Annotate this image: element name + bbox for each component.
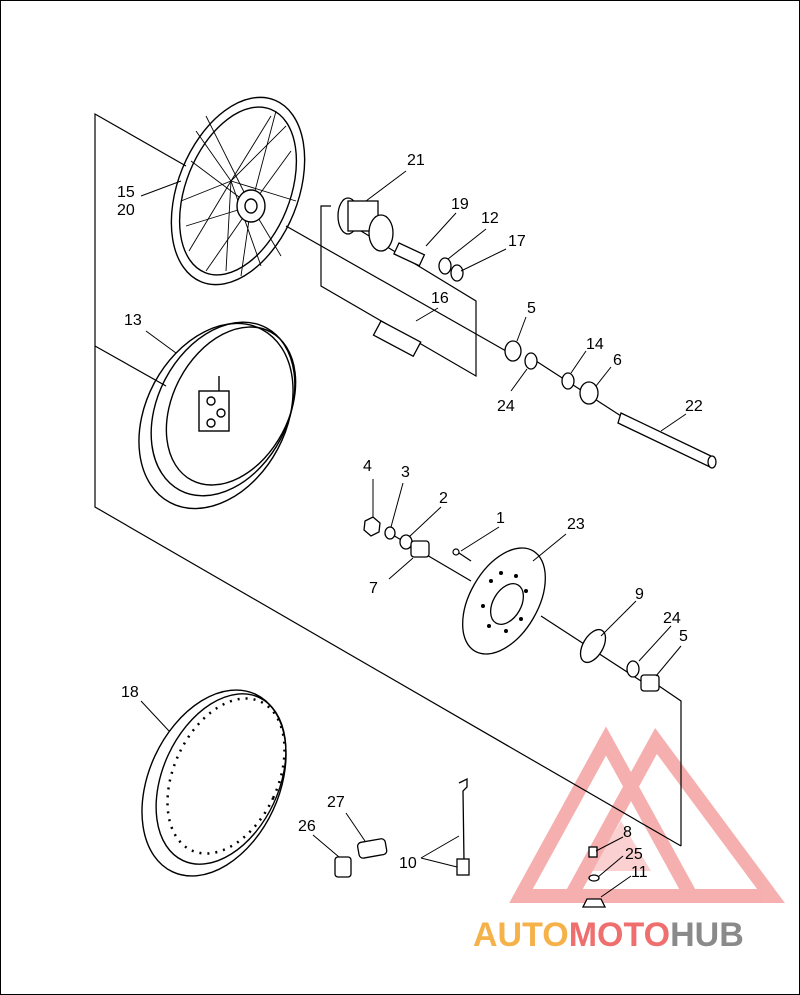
callout-23: 23: [567, 516, 585, 533]
callout-20: 20: [117, 202, 135, 219]
hub-assembly: [337, 197, 464, 282]
watermark-triangle: [509, 726, 785, 903]
callout-16: 16: [431, 290, 449, 307]
callout-26: 26: [298, 818, 316, 835]
callout-4: 4: [363, 458, 372, 475]
spoke-wheel: [170, 96, 306, 286]
watermark-logo: AUTOMOTOHUB: [473, 916, 744, 954]
callout-1: 1: [496, 510, 505, 527]
callout-5b: 5: [679, 628, 688, 645]
callout-21: 21: [407, 152, 425, 169]
axle: [617, 412, 717, 469]
callout-9: 9: [635, 586, 644, 603]
callout-15: 15: [117, 184, 135, 201]
small-hardware: [334, 777, 607, 908]
callout-leaders: [140, 170, 687, 898]
callout-25: 25: [625, 846, 643, 863]
nut-washers: [363, 516, 430, 558]
spacers-bearings: [372, 320, 599, 405]
watermark-part-moto: MOTO: [569, 916, 670, 954]
callout-5a: 5: [527, 300, 536, 317]
callout-2: 2: [439, 490, 448, 507]
callout-24a: 24: [497, 398, 515, 415]
bolt: [452, 548, 472, 562]
rotor-adapter-bearings: [579, 628, 660, 692]
watermark-part-auto: AUTO: [473, 916, 569, 954]
cast-wheel: [138, 321, 297, 510]
callout-24b: 24: [663, 610, 681, 627]
callout-6: 6: [613, 352, 622, 369]
callout-labels: 15 20 13 18 21 19 12 17 16 5 24 14 6 22 …: [117, 152, 703, 881]
callout-8: 8: [623, 824, 632, 841]
callout-3: 3: [401, 464, 410, 481]
callout-19: 19: [451, 196, 469, 213]
callout-17: 17: [508, 233, 526, 250]
callout-27: 27: [327, 794, 345, 811]
callout-7: 7: [369, 580, 378, 597]
callout-18: 18: [121, 684, 139, 701]
callout-14: 14: [586, 336, 604, 353]
callout-13: 13: [124, 312, 142, 329]
callout-10: 10: [399, 855, 417, 872]
bare-rim: [141, 689, 287, 877]
watermark-part-hub: HUB: [670, 916, 744, 954]
callout-12: 12: [481, 210, 499, 227]
brake-rotor: [462, 547, 546, 655]
callout-11: 11: [631, 864, 648, 881]
callout-22: 22: [685, 398, 703, 415]
